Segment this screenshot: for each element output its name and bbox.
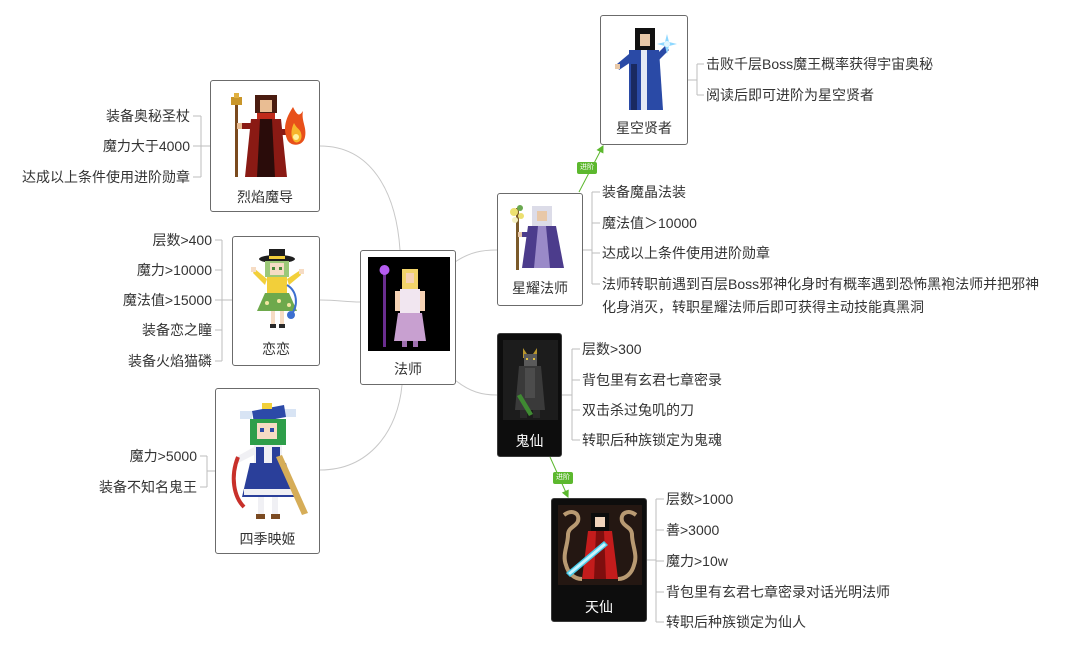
condition-item[interactable]: 装备魔晶法装 [602, 184, 686, 200]
node-label: 星空贤者 [616, 120, 672, 136]
condition-item[interactable]: 层数>300 [582, 341, 642, 357]
advance-badge-ghost: 进阶 [553, 472, 573, 484]
bracket-star-sage-conditions [688, 63, 704, 96]
condition-item[interactable]: 达成以上条件使用进阶勋章 [602, 245, 770, 261]
bracket-flame-mage-conditions [193, 115, 210, 178]
bracket-eiki-conditions [200, 455, 215, 488]
condition-item[interactable]: 善>3000 [666, 522, 720, 538]
condition-item[interactable]: 魔力>10w [666, 553, 728, 569]
arrowhead-down-icon [561, 489, 569, 499]
eiki-portrait [231, 403, 308, 519]
celestial-portrait [558, 505, 642, 585]
condition-item[interactable]: 双击杀过兔叽的刀 [582, 402, 694, 418]
condition-item[interactable]: 层数>400 [152, 232, 212, 248]
node-label: 恋恋 [262, 341, 290, 357]
condition-item[interactable]: 装备恋之瞳 [142, 322, 212, 338]
condition-item[interactable]: 击败千层Boss魔王概率获得宇宙奥秘 [706, 56, 934, 72]
node-ghost-immortal[interactable]: 鬼仙 [497, 333, 562, 457]
condition-item[interactable]: 装备奥秘圣杖 [106, 108, 190, 124]
condition-item[interactable]: 魔法值>15000 [122, 292, 212, 308]
condition-item[interactable]: 层数>1000 [666, 491, 734, 507]
node-label: 法师 [394, 361, 422, 377]
node-star-mage[interactable]: 星耀法师 [497, 193, 583, 306]
connector-center-to-flame-mage [319, 145, 401, 251]
flame-mage-portrait [231, 93, 306, 177]
condition-item[interactable]: 阅读后即可进阶为星空贤者 [706, 87, 874, 103]
node-label: 天仙 [585, 599, 613, 615]
bracket-star-mage-conditions [583, 191, 600, 285]
node-koishi[interactable]: 恋恋 [232, 236, 320, 366]
star-sage-portrait [615, 28, 677, 110]
mage-portrait [368, 257, 450, 351]
node-label: 烈焰魔导 [237, 189, 293, 205]
node-star-sage[interactable]: 星空贤者 [600, 15, 688, 145]
condition-item[interactable]: 魔法值＞10000 [602, 215, 697, 231]
condition-item[interactable]: 魔力>10000 [136, 262, 212, 278]
condition-item[interactable]: 转职后种族锁定为仙人 [666, 614, 806, 630]
advance-badge-star: 进阶 [577, 162, 597, 174]
condition-item[interactable]: 装备火焰猫磷 [128, 353, 212, 369]
condition-item[interactable]: 装备不知名鬼王 [99, 479, 197, 495]
star-mage-portrait [510, 205, 564, 270]
condition-item[interactable]: 背包里有玄君七章密录对话光明法师 [666, 584, 890, 600]
node-label: 鬼仙 [515, 433, 544, 449]
node-label: 四季映姬 [239, 531, 296, 547]
ghost-immortal-portrait [503, 340, 558, 420]
connector-center-to-ghost-immortal [454, 379, 498, 396]
arrowhead-up-icon [596, 145, 604, 154]
condition-item[interactable]: 达成以上条件使用进阶勋章 [22, 169, 190, 185]
connector-center-to-koishi [319, 299, 361, 303]
node-eiki[interactable]: 四季映姬 [215, 388, 320, 554]
bracket-koishi-conditions [215, 239, 232, 362]
condition-item[interactable]: 背包里有玄君七章密录 [582, 372, 722, 388]
condition-item[interactable]: 魔力大于4000 [102, 138, 190, 154]
condition-item[interactable]: 法师转职前遇到百层Boss邪神化身时有概率遇到恐怖黑袍法师并把邪神化身消灭，转职… [602, 276, 1040, 315]
bracket-ghost-immortal-conditions [562, 348, 580, 441]
koishi-portrait [251, 249, 304, 328]
condition-item[interactable]: 魔力>5000 [129, 448, 197, 464]
node-celestial[interactable]: 天仙 [551, 498, 647, 622]
connector-center-to-eiki [319, 384, 403, 471]
bracket-celestial-conditions [647, 498, 664, 623]
node-label: 星耀法师 [512, 280, 568, 296]
condition-item[interactable]: 转职后种族锁定为鬼魂 [582, 432, 722, 448]
node-mage[interactable]: 法师 [360, 250, 456, 385]
node-flame-mage[interactable]: 烈焰魔导 [210, 80, 320, 212]
connector-center-to-star-mage [454, 249, 498, 263]
